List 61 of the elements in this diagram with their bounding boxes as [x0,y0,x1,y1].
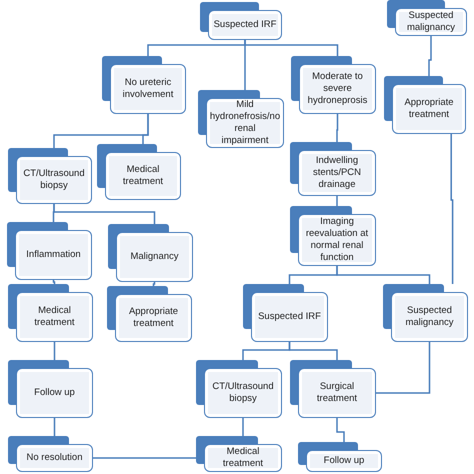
connector-line [54,342,56,360]
process-box [290,142,376,196]
connector-line [288,342,338,360]
box-label: Follow up [34,387,75,399]
box-label: Suspected IRF [214,19,276,31]
box-label: Suspected IRF [258,311,321,323]
process-box [107,286,192,342]
process-box [97,144,181,200]
box-label: Imaging reevaluation at normal renal function [304,216,370,264]
process-box [290,360,376,418]
box-label: Appropriate treatment [128,306,180,330]
connector-line [242,418,244,436]
process-box [243,284,328,342]
box-label: Medical treatment [222,446,264,470]
process-box [196,360,282,418]
box-label: CT/Ultrasound biopsy [211,381,275,405]
box-label: Surgical treatment [316,381,358,405]
box-label: Medical treatment [122,164,164,188]
process-box [383,284,468,342]
process-box [387,0,467,36]
box-label: No ureteric involvement [122,77,174,101]
connector-line [54,418,56,436]
process-box [8,436,93,472]
process-box [8,284,93,342]
connector-line [376,342,430,394]
process-box [7,222,92,280]
box-label: No resolution [26,452,82,464]
process-box [198,90,284,148]
connector-line [152,282,156,286]
box-label: Follow up [324,455,364,467]
box-label: Malignancy [130,251,179,263]
connector-line [428,36,432,76]
connector-line [336,418,345,442]
process-box [102,56,186,114]
connector-line [336,114,338,142]
process-box [290,206,376,266]
connector-line [336,196,338,206]
box-label: Suspected malignancy [404,305,455,329]
box-label: CT/Ultrasound biopsy [22,168,86,192]
process-box [291,56,376,114]
connector-line [52,280,56,284]
process-box [8,148,92,204]
box-label: Indwelling stents/PCN drainage [312,155,362,191]
connector-line [93,457,196,459]
connector-line [244,40,338,56]
connector-line [142,114,149,144]
box-label: Medical treatment [33,305,76,329]
box-label: Mild hydronefrosis/no renal impairment [210,99,280,147]
process-box [298,442,382,472]
box-label: Suspected malignancy [406,10,456,34]
process-box [8,360,93,418]
process-box [200,2,282,40]
process-box [108,224,193,282]
process-box [196,436,282,472]
box-label: Appropriate treatment [403,97,455,121]
connector-line [450,134,454,284]
connector-line [336,266,430,284]
connector-line [53,204,156,224]
box-label: Moderate to severe hydroneprosis [306,71,368,107]
process-box [384,76,466,134]
box-label: Inflammation [26,249,81,261]
